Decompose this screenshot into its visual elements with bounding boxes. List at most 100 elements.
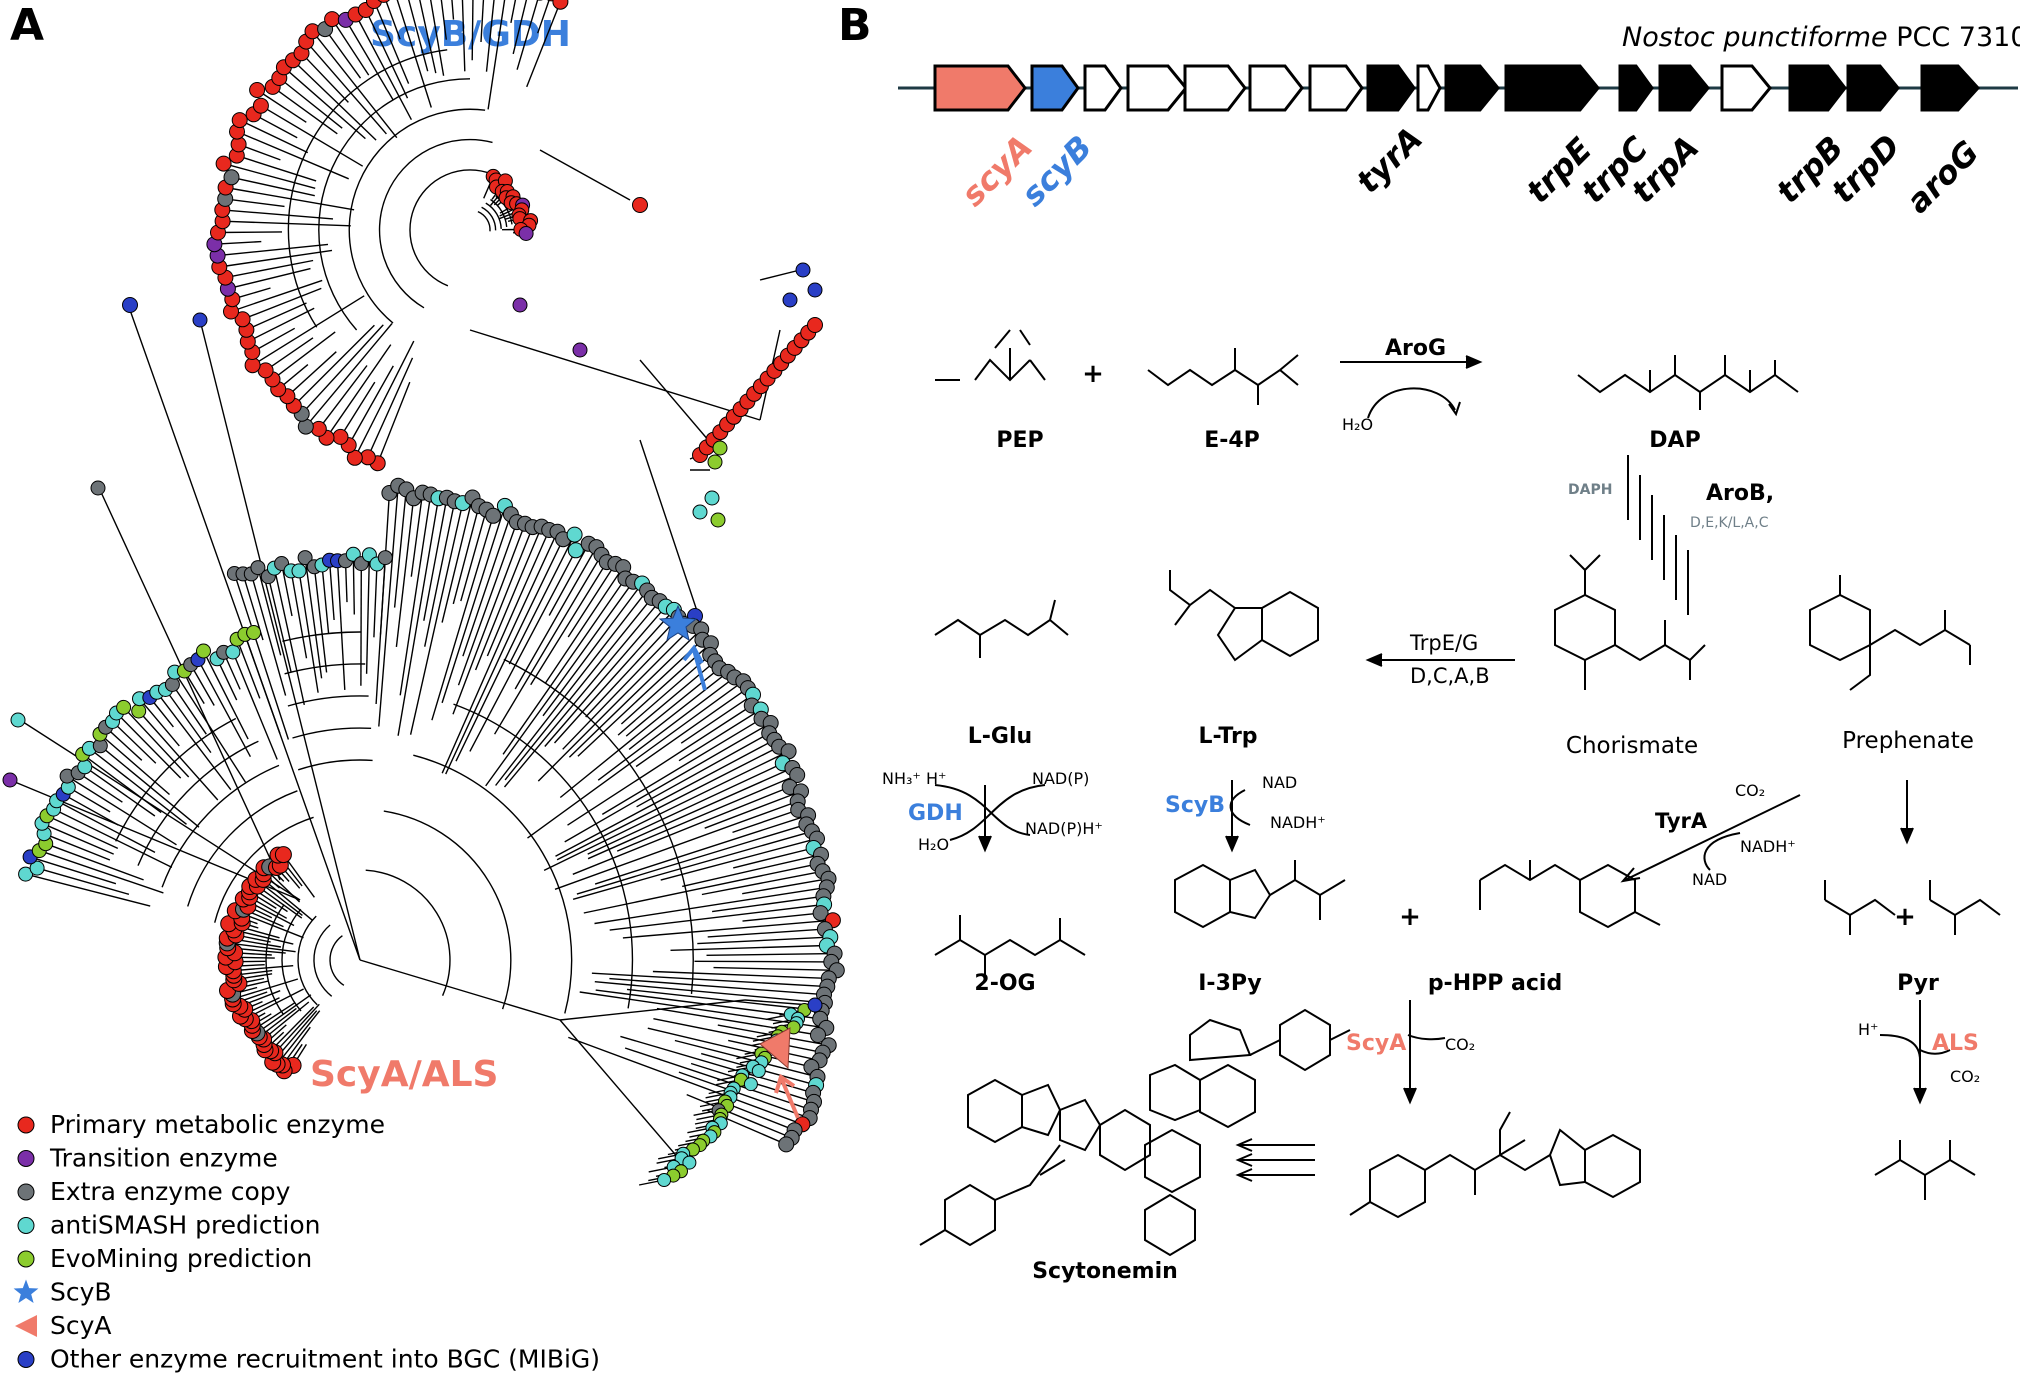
cofactor-nadh-tyra: NADH⁺ bbox=[1740, 837, 1796, 856]
tree-branch bbox=[253, 113, 298, 139]
tree-arc bbox=[187, 790, 298, 907]
enzyme-arog: AroG bbox=[1385, 336, 1446, 361]
scytonemin-structure bbox=[919, 1008, 1351, 1257]
tree-branch bbox=[512, 0, 528, 55]
tree-branch bbox=[298, 570, 319, 693]
tree-branch bbox=[99, 733, 170, 796]
tree-branch bbox=[239, 119, 309, 154]
tree-leaf bbox=[116, 699, 132, 715]
tree-branch bbox=[744, 999, 811, 1006]
tree-branch bbox=[274, 1003, 320, 1054]
tree-branch bbox=[503, 600, 661, 788]
tree-branch bbox=[62, 793, 119, 826]
gene-scyb bbox=[1030, 64, 1080, 112]
tree-branch bbox=[318, 365, 368, 430]
gene-tyra bbox=[1366, 64, 1416, 112]
label-pep: PEP bbox=[996, 428, 1043, 453]
cofactor-nadph: NAD(P)H⁺ bbox=[1025, 819, 1103, 838]
tree-branch bbox=[273, 567, 305, 706]
plus-i3py-phpp: + bbox=[1399, 902, 1421, 932]
enzyme-arob: AroB, bbox=[1706, 481, 1774, 506]
tree-branch bbox=[419, 0, 437, 74]
tree-arc bbox=[214, 816, 314, 923]
tree-arc bbox=[378, 138, 493, 309]
tree-branch bbox=[236, 154, 317, 182]
tree-branch bbox=[41, 822, 114, 855]
tree-leaf bbox=[566, 526, 583, 543]
tree-leaf bbox=[692, 504, 708, 520]
label-lglu: L-Glu bbox=[968, 724, 1032, 749]
tree-leaf bbox=[782, 292, 798, 308]
tree-branch bbox=[292, 59, 377, 141]
tree-branch bbox=[66, 775, 177, 846]
tree-branch bbox=[539, 149, 631, 201]
tree-branch bbox=[331, 18, 370, 76]
tree-branch bbox=[138, 710, 219, 801]
tree-branch bbox=[290, 570, 308, 659]
tree-leaf bbox=[324, 11, 341, 28]
label-i3py: I-3Py bbox=[1198, 971, 1262, 996]
tree-branch bbox=[272, 331, 336, 380]
tree-leaf bbox=[310, 420, 327, 437]
plus-signs: + + + bbox=[1082, 359, 1916, 932]
tree-leaf bbox=[778, 1136, 795, 1153]
tree-branch bbox=[542, 583, 643, 717]
label-prephenate: Prephenate bbox=[1842, 728, 1974, 754]
tree-branch bbox=[45, 843, 144, 881]
tree-branch bbox=[480, 0, 485, 43]
tree-arc bbox=[318, 78, 471, 331]
tree-branch bbox=[230, 279, 323, 313]
tree-leaf bbox=[518, 226, 534, 241]
tree-branch bbox=[440, 0, 447, 40]
tree-branch bbox=[543, 750, 789, 872]
tree-leaf bbox=[246, 625, 262, 640]
tree-branch bbox=[365, 9, 409, 99]
lglu-structure bbox=[934, 599, 1069, 658]
tree-branch bbox=[564, 722, 772, 843]
tree-leaf bbox=[29, 860, 45, 876]
tree-arc bbox=[287, 49, 448, 328]
tree-branch bbox=[559, 667, 720, 799]
tree-branch bbox=[233, 573, 252, 626]
legend-label: ScyB bbox=[50, 1278, 112, 1307]
tree-branch bbox=[568, 628, 702, 758]
cofactor-h2o-b: H₂O bbox=[918, 835, 949, 854]
legend-circle-icon bbox=[17, 1351, 35, 1368]
tree-branch bbox=[678, 708, 762, 762]
gene-scya bbox=[933, 64, 1027, 112]
tree-branch bbox=[396, 0, 432, 108]
tree-branch bbox=[474, 526, 534, 671]
tree-branch bbox=[451, 0, 455, 20]
tree-branch bbox=[345, 19, 394, 101]
tree-branch bbox=[301, 324, 384, 415]
legend-triangle-icon bbox=[15, 1315, 37, 1337]
label-pyr: Pyr bbox=[1897, 971, 1939, 996]
pep-structure bbox=[935, 329, 1046, 382]
gene-trpe bbox=[1504, 64, 1600, 112]
tree-branch bbox=[733, 847, 814, 869]
tree-leaf bbox=[657, 1173, 672, 1187]
gene-hyp2 bbox=[1126, 64, 1188, 112]
tree-arc bbox=[115, 717, 237, 842]
tree-branch bbox=[227, 267, 311, 290]
tree-branch bbox=[429, 0, 445, 76]
legend-label: ScyA bbox=[50, 1311, 112, 1340]
i3py-structure bbox=[1174, 860, 1346, 929]
tree-leaf bbox=[751, 1064, 766, 1078]
tree-branch bbox=[373, 0, 410, 84]
legend-label: antiSMASH prediction bbox=[50, 1211, 321, 1240]
tree-branch bbox=[572, 830, 813, 900]
tree-branch bbox=[516, 0, 539, 70]
tree-branch bbox=[583, 863, 818, 914]
tree-branch bbox=[313, 566, 328, 673]
tree-branch bbox=[105, 726, 143, 761]
tree-branch bbox=[527, 680, 744, 839]
enzyme-arob-sub: D,E,K/L,A,C bbox=[1690, 515, 1769, 531]
tree-arc bbox=[485, 202, 502, 229]
enzyme-gdh: GDH bbox=[908, 801, 963, 826]
tree-branch bbox=[510, 0, 517, 24]
tree-branch bbox=[365, 554, 371, 674]
compound-labels-plain: Chorismate Prephenate bbox=[1566, 728, 1974, 759]
tree-branch bbox=[441, 505, 506, 704]
chorismate-structure bbox=[1554, 554, 1706, 690]
